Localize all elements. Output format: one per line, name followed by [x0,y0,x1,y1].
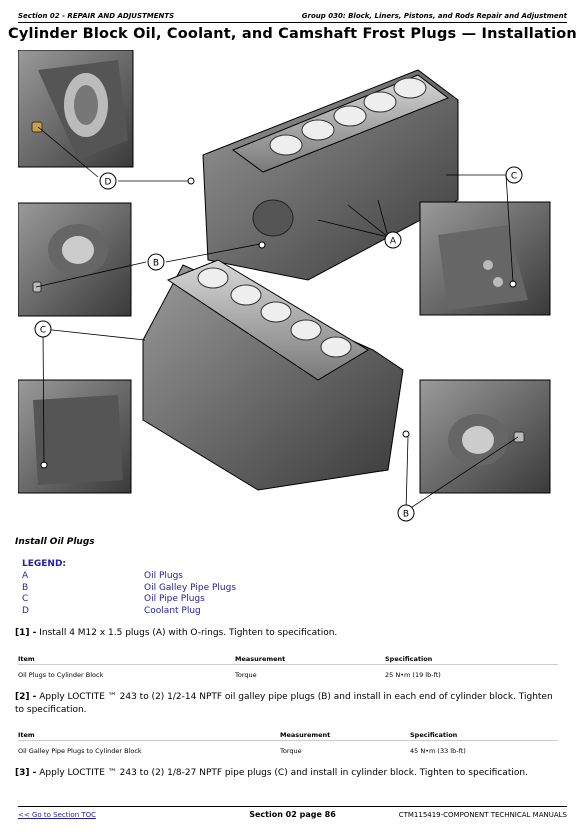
svg-text:B: B [403,510,409,520]
step-2: [2] - Apply LOCTITE ™ 243 to (2) 1/2-14 … [15,691,555,717]
legend-key: B [22,582,29,593]
callout-b-bottom: B [397,504,415,522]
svg-text:B: B [153,259,159,269]
inset-oil-pipe-plug-left [18,379,132,494]
spec-table-1: Item Measurement Specification Oil Plugs… [18,655,558,685]
callout-d: D [99,172,117,190]
table-header-measurement: Measurement [235,655,286,663]
table-cell-measurement: Torque [280,747,302,755]
page-footer: << Go to Section TOC Section 02 page 86 … [18,806,567,824]
inset-oil-galley-plug-left [18,202,132,317]
engine-illustration: D A C B C B [18,50,551,522]
svg-text:C: C [40,326,46,336]
callout-b-left: B [147,253,165,271]
section-subheading: Install Oil Plugs [15,537,95,547]
leader-lines [35,126,519,512]
table-rule [18,740,558,741]
page-title: Cylinder Block Oil, Coolant, and Camshaf… [8,26,577,42]
table-cell-item: Oil Galley Pipe Plugs to Cylinder Block [18,747,142,755]
step-number: [1] - [15,628,37,638]
spec-table-2: Item Measurement Specification Oil Galle… [18,731,558,761]
header-section: Section 02 - REPAIR AND ADJUSTMENTS [18,12,175,20]
legend-key: C [22,594,29,604]
legend: A Oil Plugs B Oil Galley Pipe Plugs C Oi… [22,571,322,617]
table-header-item: Item [18,731,35,739]
legend-heading: LEGEND: [22,559,67,569]
legend-value: Oil Plugs [144,571,183,581]
inset-oil-galley-plug-right [419,379,551,494]
legend-value: Coolant Plug [144,605,201,616]
table-cell-item: Oil Plugs to Cylinder Block [18,671,104,679]
inset-coolant-plug [18,50,134,168]
callout-c-bottom: C [34,320,52,338]
step-3: [3] - Apply LOCTITE ™ 243 to (2) 1/8-27 … [15,767,555,780]
table-header-specification: Specification [385,655,433,663]
table-rule [18,664,558,665]
table-header-measurement: Measurement [280,731,331,739]
inset-oil-pipe-plug-right [419,201,551,316]
step-number: [3] - [15,768,37,778]
section-toc-link[interactable]: << Go to Section TOC [18,811,97,819]
legend-item: C Oil Pipe Plugs [22,594,322,606]
callout-a: A [384,231,402,249]
legend-key: D [22,605,29,616]
legend-item: D Coolant Plug [22,606,322,618]
header-group: Group 030: Block, Liners, Pistons, and R… [301,12,567,20]
footer-rule [18,806,567,807]
header-rule [18,22,567,23]
engine-block-bottom [142,259,410,491]
legend-key: A [22,571,29,581]
step-text: Apply LOCTITE ™ 243 to (2) 1/8-27 NPTF p… [39,768,528,778]
callout-c-top: C [505,166,523,184]
table-cell-specification: 45 N•m (33 lb-ft) [410,747,466,755]
svg-text:D: D [105,178,112,188]
step-number: [2] - [15,692,37,702]
legend-item: A Oil Plugs [22,571,322,583]
svg-text:A: A [390,237,397,247]
step-1: [1] - Install 4 M12 x 1.5 plugs (A) with… [15,627,555,640]
svg-text:C: C [511,172,517,182]
page-header: Section 02 - REPAIR AND ADJUSTMENTS Grou… [18,10,567,24]
table-header-specification: Specification [410,731,458,739]
engine-block-top [187,69,459,281]
table-header-item: Item [18,655,35,663]
legend-item: B Oil Galley Pipe Plugs [22,583,322,595]
legend-value: Oil Galley Pipe Plugs [144,582,237,593]
legend-value: Oil Pipe Plugs [144,594,205,604]
manual-id: CTM115419-COMPONENT TECHNICAL MANUALS [398,811,567,819]
table-cell-specification: 25 N•m (19 lb-ft) [385,671,441,679]
step-text: Apply LOCTITE ™ 243 to (2) 1/2-14 NPTF o… [15,692,553,715]
page-number: Section 02 page 86 [249,810,336,819]
table-cell-measurement: Torque [235,671,257,679]
step-text: Install 4 M12 x 1.5 plugs (A) with O-rin… [39,628,338,638]
